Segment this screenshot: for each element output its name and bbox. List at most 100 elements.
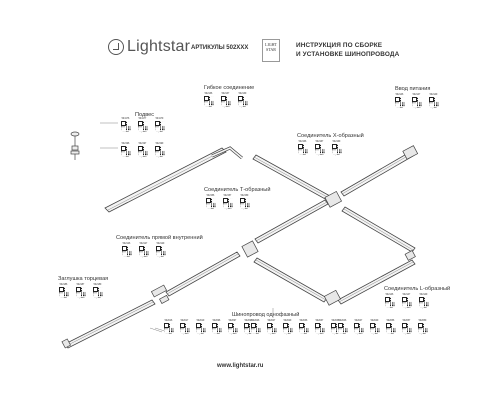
qr-code-icon[interactable] [120,121,131,131]
qr-code-icon[interactable] [137,121,148,131]
qr-code-icon[interactable] [298,323,309,333]
qr-code-icon[interactable] [385,323,396,333]
qr-code-icon[interactable] [138,246,149,256]
qr-code-icon[interactable] [401,297,412,307]
qr-code-icon[interactable] [237,96,248,106]
qr-code-icon[interactable] [121,246,132,256]
qr-code-icon[interactable] [58,287,69,297]
qr-code-icon[interactable] [314,144,325,154]
qr-code-icon[interactable] [394,97,405,107]
article-code: 502196 [121,143,130,145]
qr-code-icon[interactable] [163,323,174,333]
qr-code-icon[interactable] [120,146,131,156]
qr-code-icon[interactable] [205,198,216,208]
qr-code-icon[interactable] [92,287,103,297]
qr-code-icon[interactable] [417,323,428,333]
qr-code-icon[interactable] [337,323,348,333]
qr-code-icon[interactable] [75,287,86,297]
qr-code-icon[interactable] [384,297,395,307]
qr-code-icon[interactable] [250,323,261,333]
qr-code-icon[interactable] [243,323,254,333]
qr-code-icon[interactable] [211,323,222,333]
qr-code-icon[interactable] [239,198,250,208]
qr-code-icon[interactable] [418,297,429,307]
article-code: 502126 [122,243,131,245]
qr-code-icon[interactable] [411,97,422,107]
article-code: 504177 [138,118,147,120]
qr-code-icon[interactable] [331,144,342,154]
article-code: 502039 [331,320,340,322]
qr-code-icon[interactable] [179,323,190,333]
qr-code-icon[interactable] [330,323,341,333]
qr-code-icon[interactable] [282,323,293,333]
qr-code-icon[interactable] [401,323,412,333]
qr-code-icon[interactable] [227,323,238,333]
color-name: черный [267,333,276,335]
qr-code-icon[interactable] [154,146,165,156]
qr-code-icon[interactable] [220,96,231,106]
qr-code-icon[interactable] [137,146,148,156]
color-name: серый [156,156,163,158]
qr-code-icon[interactable] [369,323,380,333]
qr-code-icon[interactable] [314,323,325,333]
qr-code-icon[interactable] [203,96,214,106]
qr-code-icon[interactable] [222,198,233,208]
qr-code-icon[interactable] [154,121,165,131]
qr-code-icon[interactable] [428,97,439,107]
website-link[interactable]: www.lightstar.ru [217,363,264,369]
qr-code-icon[interactable] [266,323,277,333]
article-code: 502189 [93,284,102,286]
qr-code-icon[interactable] [155,246,166,256]
qr-code-icon[interactable] [297,144,308,154]
qr-code-icon[interactable] [353,323,364,333]
qr-code-icon[interactable] [195,323,206,333]
color-name: черный [354,333,363,335]
